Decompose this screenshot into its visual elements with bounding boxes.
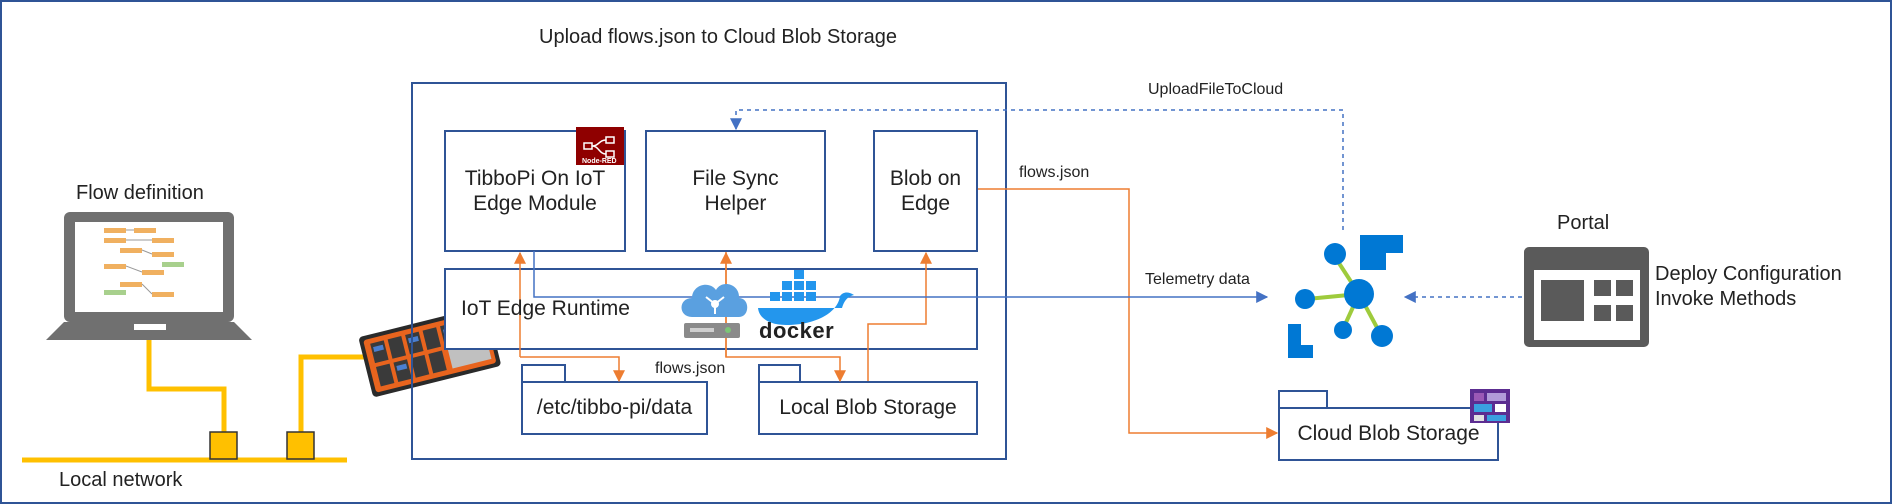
local-network-lines [22,340,367,463]
cloud-sync-icon [681,284,748,338]
filesync-module-label: File Sync Helper [692,166,779,215]
etc-data-folder [521,364,708,435]
flow-definition-label: Flow definition [76,182,204,204]
portal-icon [1524,247,1649,347]
flows-json-top-label: flows.json [1019,164,1090,181]
invoke-methods-label: Invoke Methods [1655,288,1797,310]
network-port-2 [286,431,315,460]
local-blob-label: Local Blob Storage [779,396,957,420]
blob-edge-module-label: Blob on Edge [889,166,962,215]
blob-edge-module-box [873,130,978,252]
deploy-config-label: Deploy Configuration [1655,263,1842,285]
diagram-title: Upload flows.json to Cloud Blob Storage [539,26,897,48]
dashed-arrows [730,109,1522,303]
flows-json-bottom-label: flows.json [655,360,726,377]
docker-icon [758,270,854,325]
tibbopi-module-label: TibboPi On IoT Edge Module [464,166,606,215]
portal-label: Portal [1557,212,1610,234]
local-blob-folder [758,364,978,435]
network-port-1 [209,431,238,460]
cloud-blob-label: Cloud Blob Storage [1297,422,1480,446]
docker-label: docker [759,318,835,343]
runtime-label: IoT Edge Runtime [461,297,630,320]
laptop-icon [46,212,252,340]
telemetry-label: Telemetry data [1145,271,1250,288]
edge-device-box [411,82,1007,460]
telemetry-arrow [533,251,1269,303]
upload-file-label: UploadFileToCloud [1148,81,1284,98]
node-red-icon [576,127,624,165]
local-network-label: Local network [59,469,183,491]
etc-data-label: /etc/tibbo-pi/data [536,396,693,420]
iot-hub-icon [1288,235,1403,358]
filesync-module-box [645,130,826,252]
blob-storage-icon [1470,389,1510,423]
node-red-label: Node-RED [582,158,617,165]
